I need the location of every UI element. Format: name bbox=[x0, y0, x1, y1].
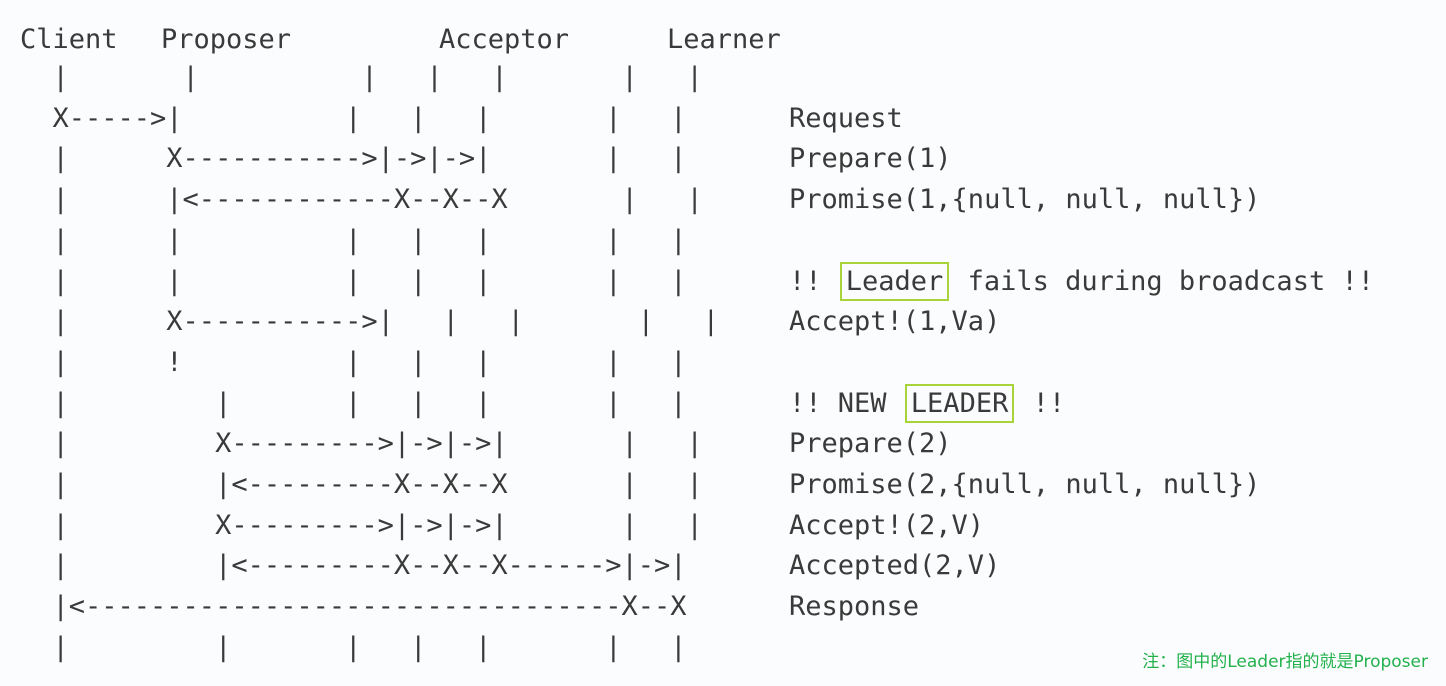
sequence-art-row: | |<------------X--X--X | | bbox=[20, 184, 703, 215]
sequence-art-row: | | | | | | | bbox=[20, 388, 687, 419]
header-proposer: Proposer bbox=[161, 24, 292, 55]
message-label: Prepare(2) bbox=[789, 428, 952, 459]
sequence-art-row: | | | | | | | bbox=[20, 225, 687, 256]
message-label: Accept!(2,V) bbox=[789, 510, 985, 541]
label-text: !! NEW bbox=[789, 388, 903, 419]
header-learner: Learner bbox=[667, 24, 781, 55]
message-label: !! NEW LEADER !! bbox=[789, 384, 1066, 423]
message-label: Accept!(1,Va) bbox=[789, 306, 1001, 337]
header-client: Client bbox=[20, 24, 118, 55]
label-text: fails during broadcast !! bbox=[951, 266, 1374, 297]
sequence-art-row: | X--------->|->|->| | | bbox=[20, 510, 703, 541]
label-text: !! bbox=[1016, 388, 1066, 419]
sequence-art-row: | | | | | | | bbox=[20, 632, 687, 663]
footnote: 注：图中的Leader指的就是Proposer bbox=[1142, 652, 1428, 672]
highlighted-word: Leader bbox=[839, 262, 950, 301]
message-label: Promise(2,{null, null, null}) bbox=[789, 469, 1261, 500]
message-label: Response bbox=[789, 591, 920, 622]
sequence-art-row: | X----------->| | | | | bbox=[20, 306, 719, 337]
header-acceptor: Acceptor bbox=[439, 24, 570, 55]
sequence-art-row: |<---------------------------------X--X bbox=[20, 591, 687, 622]
message-label: Request bbox=[789, 103, 903, 134]
sequence-art-row: | | | | | | | bbox=[20, 266, 687, 297]
sequence-art-row: X----->| | | | | | bbox=[20, 103, 687, 134]
sequence-art-row: | X--------->|->|->| | | bbox=[20, 428, 703, 459]
message-label: Accepted(2,V) bbox=[789, 550, 1001, 581]
highlighted-word: LEADER bbox=[904, 384, 1015, 423]
sequence-art-row: | ! | | | | | bbox=[20, 347, 687, 378]
message-label: Promise(1,{null, null, null}) bbox=[789, 184, 1261, 215]
sequence-art-row: | | | | | | | bbox=[20, 62, 703, 93]
message-label: !! Leader fails during broadcast !! bbox=[789, 262, 1374, 301]
label-text: !! bbox=[789, 266, 838, 297]
sequence-art-row: | X----------->|->|->| | | bbox=[20, 143, 687, 174]
sequence-art-row: | |<---------X--X--X | | bbox=[20, 469, 703, 500]
sequence-art-row: | |<---------X--X--X------>|->| bbox=[20, 550, 687, 581]
message-label: Prepare(1) bbox=[789, 143, 952, 174]
